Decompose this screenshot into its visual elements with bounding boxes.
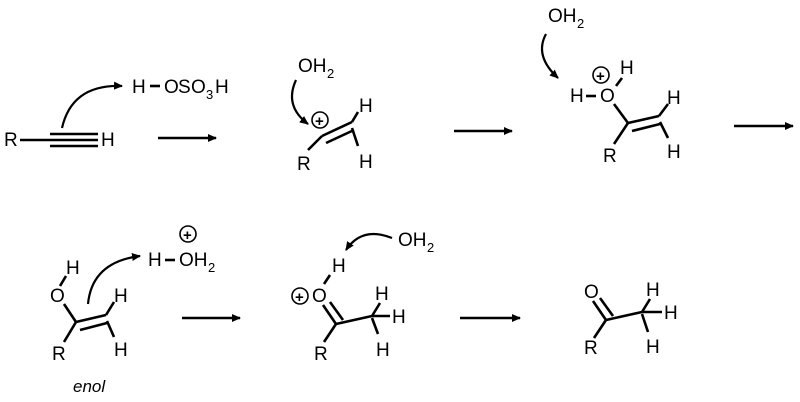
single-bond xyxy=(370,302,382,317)
single-bond xyxy=(104,301,116,316)
atom-H: H xyxy=(392,307,406,328)
subscript-2: 2 xyxy=(577,16,584,31)
single-bond xyxy=(640,313,650,333)
single-bond xyxy=(370,317,380,335)
step-carbonyl-deprotonation: OH 2 H + O R H H H xyxy=(291,230,434,365)
atom-R: R xyxy=(52,344,66,365)
atom-H: H xyxy=(646,337,660,358)
atom-H: H xyxy=(66,258,80,279)
atom-R: R xyxy=(314,344,328,365)
positive-charge xyxy=(592,66,610,84)
curved-arrow xyxy=(86,253,141,305)
single-bond xyxy=(605,310,643,322)
atom-R: R xyxy=(4,130,18,151)
water-OH: OH xyxy=(298,56,327,77)
single-bond xyxy=(62,321,78,343)
atom-R: R xyxy=(297,154,311,175)
atom-H: H xyxy=(376,340,390,361)
atom-H: H xyxy=(646,280,660,301)
water-OH: OH xyxy=(398,230,427,251)
step-enol-tautomerization: H O R H H enol + H OH 2 xyxy=(50,225,215,396)
double-bond-line xyxy=(79,321,108,332)
enol-label: enol xyxy=(73,377,106,396)
subscript-3: 3 xyxy=(206,87,213,102)
double-bond-line xyxy=(631,122,661,133)
double-bond-line xyxy=(321,120,353,138)
single-bond xyxy=(105,320,116,338)
single-bond xyxy=(592,319,608,339)
step-ketone-product: O R H H H xyxy=(584,280,678,359)
single-bond xyxy=(62,303,78,323)
atom-H: H xyxy=(664,303,678,324)
single-bond xyxy=(350,111,360,123)
charge-plus: + xyxy=(183,227,192,244)
atom-O: O xyxy=(50,286,65,307)
subscript-2: 2 xyxy=(208,260,215,275)
step-oxonium-deprotonation: OH 2 + H H O R H H xyxy=(540,6,681,167)
atom-H: H xyxy=(570,86,584,107)
charge-plus: + xyxy=(596,68,605,85)
single-bond xyxy=(612,122,630,145)
curved-arrow xyxy=(540,33,559,79)
curved-arrow xyxy=(60,81,123,129)
atom-O: O xyxy=(584,282,599,303)
double-bond-line xyxy=(598,297,615,317)
double-bond-line xyxy=(591,300,608,321)
subscript-2: 2 xyxy=(427,240,434,255)
double-bond-line xyxy=(328,301,345,321)
atom-H: H xyxy=(215,77,229,98)
atom-H: H xyxy=(667,142,681,163)
positive-charge xyxy=(291,287,309,305)
positive-charge xyxy=(179,225,197,243)
single-bond xyxy=(58,275,68,287)
curved-arrow xyxy=(290,79,309,125)
positive-charge xyxy=(311,111,329,129)
atom-H: H xyxy=(667,88,681,109)
single-bond xyxy=(640,298,652,313)
step-alkyne-protonation: R H H O S O 3 H xyxy=(4,77,229,151)
atom-R: R xyxy=(584,338,598,359)
atom-H: H xyxy=(332,256,346,277)
reagent-H: H xyxy=(148,250,162,271)
atom-R: R xyxy=(603,146,617,167)
single-bond xyxy=(657,103,670,117)
double-bond-line xyxy=(627,114,660,125)
double-bond-line xyxy=(321,304,338,325)
atom-S: S xyxy=(178,77,191,98)
single-bond xyxy=(350,127,360,147)
atom-H: H xyxy=(359,152,373,173)
atom-H: H xyxy=(114,286,128,307)
single-bond xyxy=(612,103,630,124)
single-bond xyxy=(614,77,624,87)
single-bond xyxy=(322,274,332,285)
charge-plus: + xyxy=(295,289,304,306)
water-OH: OH xyxy=(548,6,577,27)
atom-O: O xyxy=(191,77,206,98)
step-vinyl-cation-water-attack: OH 2 + R H H xyxy=(290,56,373,175)
charge-plus: + xyxy=(315,113,324,130)
double-bond-line xyxy=(325,128,355,145)
atom-O: O xyxy=(600,86,615,107)
curved-arrow xyxy=(345,232,393,251)
atom-O: O xyxy=(164,77,179,98)
single-bond xyxy=(658,121,670,139)
atom-H: H xyxy=(114,340,128,361)
water-OH: OH xyxy=(179,250,208,271)
single-bond xyxy=(335,314,373,326)
atom-H: H xyxy=(359,96,373,117)
subscript-2: 2 xyxy=(327,66,334,81)
atom-H: H xyxy=(375,284,389,305)
single-bond xyxy=(322,323,338,343)
double-bond-line xyxy=(75,313,107,324)
reagent-H: H xyxy=(132,77,146,98)
atom-H: H xyxy=(620,58,634,79)
single-bond xyxy=(307,135,323,151)
atom-O: O xyxy=(312,286,327,307)
atom-H: H xyxy=(101,130,115,151)
